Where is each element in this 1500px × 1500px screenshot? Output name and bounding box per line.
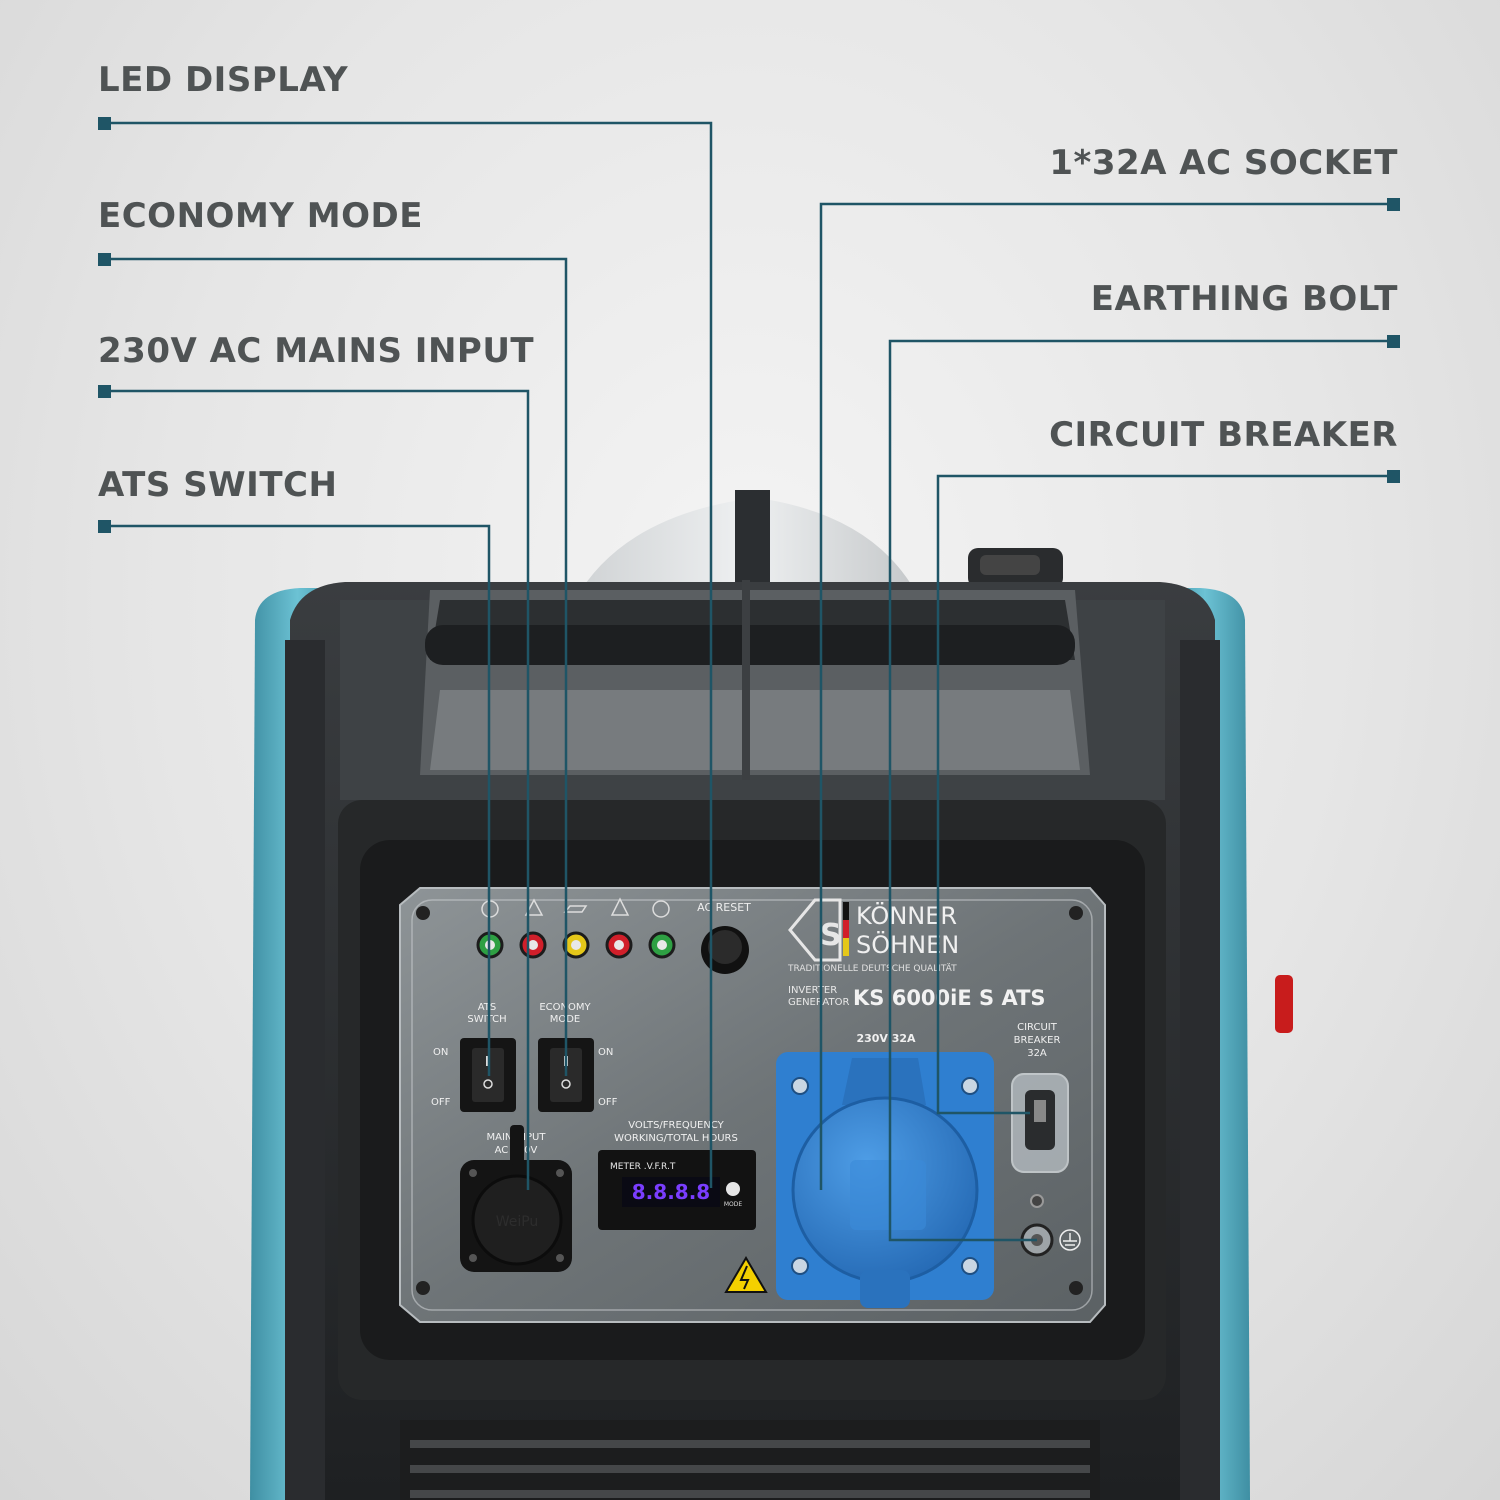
- overload-icon: [524, 898, 544, 916]
- callout-earthing-bolt: EARTHING BOLT: [1090, 279, 1398, 319]
- breaker-label-3: 32A: [1027, 1048, 1047, 1059]
- fuel-cap[interactable]: [968, 548, 1063, 588]
- brand-logo: S: [788, 898, 849, 962]
- ats-off-label: OFF: [431, 1097, 451, 1108]
- callout-circuit-breaker: CIRCUIT BREAKER: [1049, 415, 1398, 455]
- leader-ats-switch: [104, 524, 491, 1076]
- oil-icon: [563, 905, 588, 913]
- vent-grille: [400, 1420, 1100, 1500]
- breaker-label-1: CIRCUIT: [1017, 1022, 1058, 1033]
- leader-circuit-breaker: [936, 474, 1393, 1115]
- ats-label-2: SWITCH: [467, 1014, 506, 1025]
- meter-mode-button[interactable]: [726, 1182, 740, 1196]
- meter-mode-label: MODE: [724, 1201, 743, 1208]
- type-line-1: INVERTER: [788, 985, 837, 996]
- leader-markers: [98, 117, 1400, 533]
- brand-line-1: KÖNNER: [856, 901, 957, 930]
- callout-ats-switch: ATS SWITCH: [98, 465, 338, 505]
- svg-text:S: S: [820, 918, 842, 953]
- model-name: KS 6000iE S ATS: [853, 986, 1046, 1010]
- brand-tagline: TRADITIONELLE DEUTSCHE QUALITÄT: [787, 963, 957, 974]
- meter-title: METER .V.F.R.T: [610, 1162, 676, 1172]
- ac-reset-label: AC RESET: [697, 901, 751, 914]
- meter-label-1: VOLTS/FREQUENCY: [628, 1120, 724, 1131]
- ats-on-label: ON: [433, 1047, 448, 1058]
- side-red-button[interactable]: [1275, 975, 1293, 1033]
- callout-ac-socket: 1*32A AC SOCKET: [1049, 143, 1398, 183]
- led-meter: METER .V.F.R.T 8.8.8.8 MODE: [598, 1150, 756, 1230]
- callout-mains-input: 230V AC MAINS INPUT: [98, 331, 535, 371]
- warning-icon: [610, 897, 630, 916]
- mains-input-inlet[interactable]: WeiPu: [460, 1125, 572, 1272]
- breaker-label-2: BREAKER: [1014, 1035, 1061, 1046]
- inlet-brand: WeiPu: [496, 1214, 539, 1230]
- ats-label-1: ATS: [478, 1002, 497, 1013]
- eco-icon: [652, 900, 670, 918]
- leader-earthing-bolt: [888, 339, 1393, 1242]
- circuit-breaker[interactable]: [1011, 1073, 1069, 1173]
- fuel-dome: [575, 490, 920, 600]
- type-line-2: GENERATOR: [788, 997, 849, 1008]
- leader-led-display: [104, 121, 713, 1188]
- socket-rating: 230V 32A: [856, 1032, 916, 1045]
- earth-icon: [1059, 1229, 1081, 1251]
- ac-reset-button[interactable]: [701, 926, 749, 974]
- leader-mains-input: [104, 389, 530, 1190]
- meter-digits: 8.8.8.8: [632, 1180, 710, 1204]
- eco-off-label: OFF: [598, 1097, 618, 1108]
- high-voltage-icon: [724, 1256, 768, 1293]
- ac-socket-32a[interactable]: [776, 1052, 994, 1308]
- leader-ac-socket: [819, 202, 1393, 1190]
- meter-label-2: WORKING/TOTAL HOURS: [614, 1133, 738, 1144]
- callout-led-display: LED DISPLAY: [98, 60, 349, 100]
- brand-line-2: SÖHNEN: [856, 930, 959, 959]
- eco-on-label: ON: [598, 1047, 613, 1058]
- callout-economy-mode: ECONOMY MODE: [98, 196, 423, 236]
- leader-economy-mode: [104, 257, 568, 1076]
- carry-handle[interactable]: [340, 580, 1165, 800]
- leader-lines: [104, 121, 1393, 1242]
